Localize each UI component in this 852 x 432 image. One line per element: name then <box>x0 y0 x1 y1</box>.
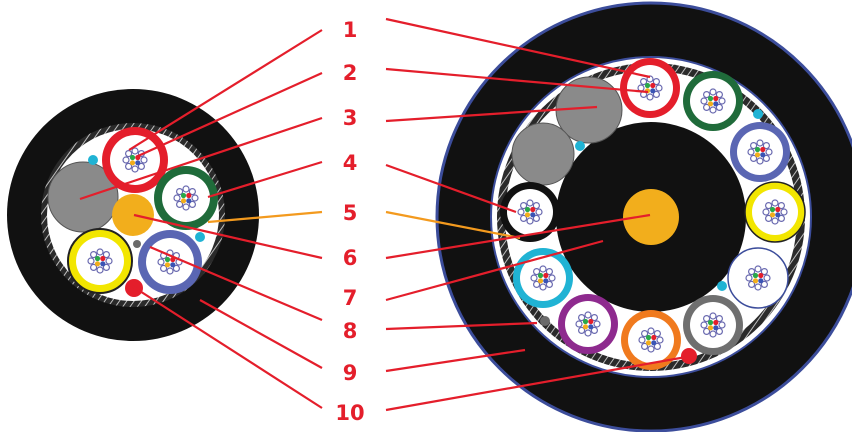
label-3: 3 <box>343 106 358 130</box>
tube-blue <box>730 122 790 182</box>
tube-green <box>154 166 218 230</box>
water-blocking-yarn <box>717 281 727 291</box>
tube-yellow <box>744 181 806 243</box>
tube-red <box>620 58 680 118</box>
tube-purple <box>558 294 618 354</box>
label-5: 5 <box>343 201 358 225</box>
label-9: 9 <box>343 361 358 385</box>
tube-orange <box>621 310 681 370</box>
water-blocking-yarn <box>88 155 98 165</box>
binder-yarn <box>540 316 550 326</box>
label-4: 4 <box>343 151 358 175</box>
number-labels: 1 2 3 4 5 6 7 8 9 10 <box>335 18 364 425</box>
tube-gray <box>683 295 743 355</box>
central-strength-member <box>112 194 154 236</box>
tube-white <box>727 247 789 309</box>
binder-yarn <box>133 240 141 248</box>
ripcord <box>681 348 697 364</box>
leader-lines <box>79 17 687 412</box>
label-2: 2 <box>343 61 358 85</box>
tube-cyan <box>513 248 573 308</box>
water-blocking-yarn <box>575 141 585 151</box>
central-strength-member <box>623 189 679 245</box>
water-blocking-yarn <box>195 232 205 242</box>
label-10: 10 <box>335 401 364 425</box>
tube-yellow <box>67 228 133 294</box>
small-cable <box>7 89 259 341</box>
tube-blue <box>138 230 202 294</box>
label-8: 8 <box>343 319 358 343</box>
tube-black <box>500 182 560 242</box>
label-7: 7 <box>343 286 358 310</box>
label-1: 1 <box>343 18 358 42</box>
label-6: 6 <box>343 246 358 270</box>
filler-rod <box>511 122 575 186</box>
tube-red <box>102 127 168 193</box>
water-blocking-yarn <box>753 109 763 119</box>
tube-green <box>683 71 743 131</box>
